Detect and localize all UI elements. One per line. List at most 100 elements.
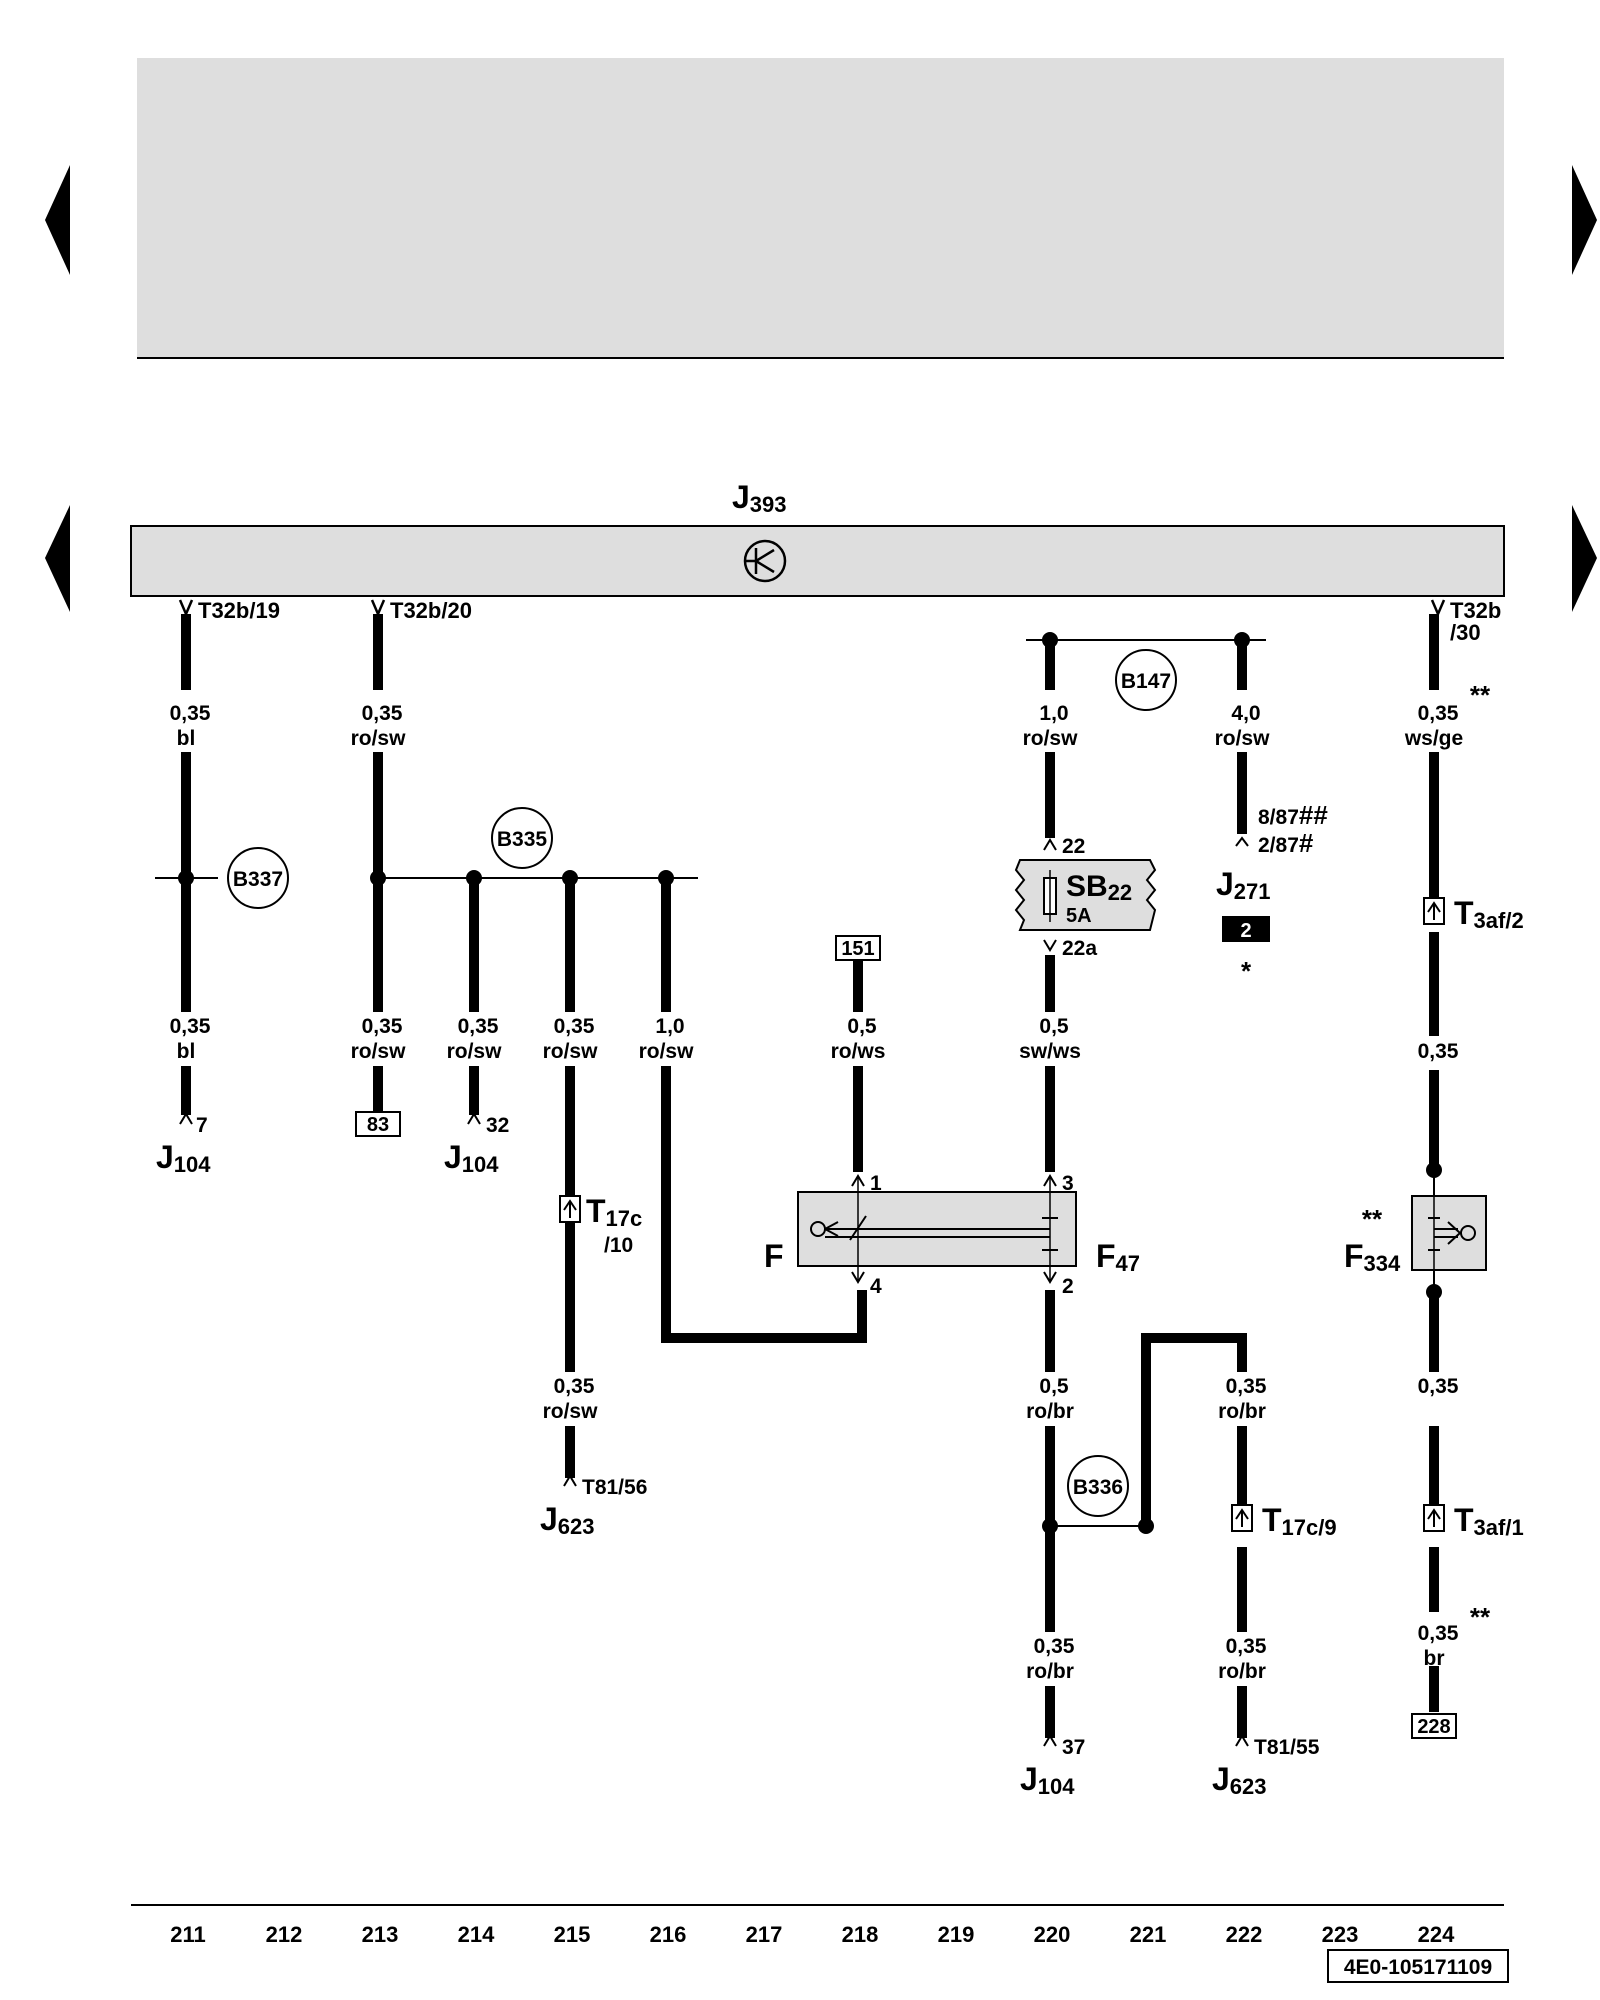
fuse-pin-in: 22 (1062, 835, 1085, 858)
junction-dot (1234, 632, 1250, 648)
ref-box-151[interactable]: 151 (835, 935, 881, 961)
wire-size: 0,35 (170, 1015, 211, 1038)
inline-connector-t17c-10[interactable]: T17c /10 (559, 1193, 642, 1257)
fuse-rating: 5A (1066, 905, 1092, 927)
wire-221-route (1141, 1333, 1247, 1526)
wire-size: 0,35 (1034, 1635, 1075, 1658)
f-pin-4: 4 (870, 1275, 882, 1298)
junction-dot (1426, 1162, 1442, 1178)
fuse-sb22[interactable]: SB22 5A (1014, 859, 1157, 931)
terminal-pin: T81/55 (1254, 1736, 1320, 1759)
svg-text:B337: B337 (233, 868, 283, 891)
note-mark: ** (1470, 1602, 1491, 1632)
t17c-label: T17c (586, 1193, 642, 1231)
column-number: 224 (1418, 1922, 1455, 1947)
pin-arrow-icon (1235, 1734, 1249, 1747)
wire-color: ro/ws (831, 1040, 886, 1063)
terminal-pin: 37 (1062, 1736, 1085, 1759)
column-number: 213 (362, 1922, 399, 1947)
pin-arrow-icon (178, 599, 194, 618)
column-number: 221 (1130, 1922, 1167, 1947)
wires (181, 614, 1439, 1738)
wire-color: ro/sw (543, 1400, 599, 1423)
wire-size: 0,35 (1418, 1375, 1459, 1398)
triangle-left-icon[interactable] (45, 165, 70, 275)
terminal-j623[interactable]: J623 (540, 1501, 595, 1539)
ref-box-83[interactable]: 83 (355, 1111, 401, 1137)
fuse-label: SB22 (1066, 870, 1132, 905)
pin-arrow-icon (1043, 939, 1057, 952)
fuse-pin-out: 22a (1062, 937, 1097, 960)
switch-f334-label: F334 (1344, 1238, 1401, 1276)
ref-box-228[interactable]: 228 (1411, 1713, 1457, 1739)
wire-color: bl (177, 1040, 196, 1063)
column-number: 215 (554, 1922, 591, 1947)
column-number: 217 (746, 1922, 783, 1947)
triangle-left-icon[interactable] (45, 505, 70, 612)
junction-dot (1138, 1518, 1154, 1534)
wire-color: ro/sw (1215, 727, 1271, 750)
wire-color: ro/br (1026, 1400, 1074, 1423)
terminal-j104[interactable]: J104 (1020, 1761, 1075, 1799)
relay-j271[interactable]: J271 (1216, 866, 1271, 904)
wire-color: ro/sw (639, 1040, 695, 1063)
svg-text:B147: B147 (1121, 670, 1171, 693)
wire-color: ro/br (1218, 1400, 1266, 1423)
splice-b147[interactable]: B147 (1115, 649, 1177, 711)
note-mark: ** (1470, 680, 1491, 710)
f47-pin-2: 2 (1062, 1275, 1074, 1298)
pin-arrow-icon (370, 599, 386, 618)
connector-t32b-30: T32b (1450, 598, 1501, 623)
note-mark: ** (1362, 1204, 1383, 1234)
wire-color: sw/ws (1019, 1040, 1081, 1063)
triangle-right-icon[interactable] (1572, 505, 1597, 612)
f-pin-1: 1 (870, 1172, 882, 1195)
pin-arrow-icon (179, 1112, 193, 1125)
wire-size: 4,0 (1231, 702, 1260, 725)
wire-size: 0,35 (1418, 1622, 1459, 1645)
t17c-pin: /10 (604, 1234, 633, 1257)
terminal-pin: 32 (486, 1114, 509, 1137)
wire-size: 0,35 (1418, 702, 1459, 725)
wire-size: 0,35 (458, 1015, 499, 1038)
pin-arrow-icon (851, 1174, 865, 1187)
wire-size: 0,35 (554, 1015, 595, 1038)
splice-b336[interactable]: B336 (1067, 1455, 1129, 1517)
terminal-j104[interactable]: J104 (156, 1139, 211, 1177)
wire-color: ro/sw (351, 727, 407, 750)
inline-connector-t3af-1[interactable]: T3af/1 (1423, 1502, 1524, 1540)
control-unit-j393[interactable]: J393 (130, 479, 1505, 597)
inline-connector-t17c-9[interactable]: T17c/9 (1231, 1502, 1337, 1540)
column-number: 219 (938, 1922, 975, 1947)
connector-t32b-19: T32b/19 (198, 598, 280, 623)
t3af1-label: T3af/1 (1454, 1502, 1524, 1540)
pin-arrow-icon (1235, 836, 1249, 847)
switch-f-label: F (764, 1238, 784, 1274)
location-badge (1222, 916, 1270, 942)
terminal-j623[interactable]: J623 (1212, 1761, 1267, 1799)
wire-size: 1,0 (655, 1015, 684, 1038)
column-number: 218 (842, 1922, 879, 1947)
j271-pin-b: 2/87# (1258, 828, 1314, 858)
splice-b335[interactable]: B335 (491, 807, 553, 869)
wire-size: 0,35 (362, 1015, 403, 1038)
terminal-j104[interactable]: J104 (444, 1139, 499, 1177)
column-number: 222 (1226, 1922, 1263, 1947)
note-mark: * (1241, 956, 1252, 986)
wire-color: ro/br (1026, 1660, 1074, 1683)
column-number: 223 (1322, 1922, 1359, 1947)
pin-arrow-icon (1043, 1734, 1057, 1747)
pin-arrow-icon (851, 1271, 865, 1284)
svg-text:83: 83 (367, 1114, 389, 1136)
wire-size: 0,35 (554, 1375, 595, 1398)
inline-connector-t3af-2[interactable]: T3af/2 (1423, 895, 1524, 933)
pushbutton-switch-icon (810, 1215, 1058, 1251)
column-number: 212 (266, 1922, 303, 1947)
transistor-icon (743, 539, 787, 583)
splice-b337[interactable]: B337 (227, 847, 289, 909)
triangle-right-icon[interactable] (1572, 165, 1597, 275)
junction-dot (466, 870, 482, 886)
switch-f334[interactable] (1411, 1195, 1487, 1271)
switch-f-f47[interactable] (797, 1176, 1077, 1282)
